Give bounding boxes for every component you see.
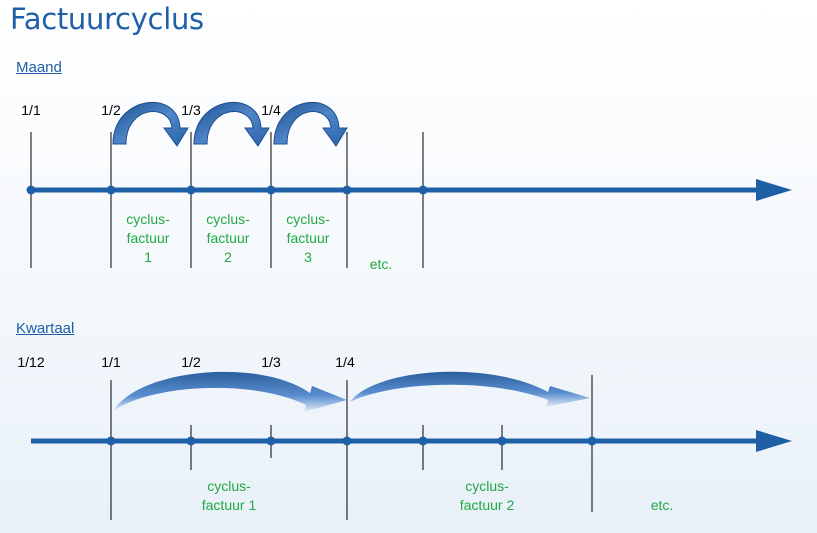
axis-dot	[266, 436, 276, 446]
cycle-label-line: 3	[304, 249, 312, 265]
curved-arrow	[113, 371, 347, 412]
axis-arrowhead	[756, 179, 792, 201]
tick-lines-maand	[30, 132, 424, 268]
cycle-label-line: cyclus-	[206, 211, 250, 227]
axis-dot	[186, 185, 196, 195]
axis-dot	[587, 436, 597, 446]
axis-dot	[342, 185, 352, 195]
axis-dot	[418, 436, 428, 446]
cycle-label-line: factuur	[286, 230, 330, 246]
axis-dot	[497, 436, 507, 446]
axis-dot	[266, 185, 276, 195]
cycle-label-line: 1	[144, 249, 152, 265]
curved-arrow	[193, 102, 270, 147]
axis-kwartaal	[31, 430, 792, 452]
etc-label: etc.	[650, 497, 674, 513]
cycle-label-line: cyclus-	[126, 211, 170, 227]
date-label: 1/4	[261, 102, 281, 118]
cycle-label-line: factuur	[126, 230, 170, 246]
cycle-label-line: cyclus-	[286, 211, 330, 227]
curved-arrow	[273, 102, 348, 147]
cycle-label: cyclus- factuur 1	[202, 477, 256, 515]
axis-dots	[26, 185, 428, 195]
section-label-maand: Maand	[16, 59, 62, 76]
cycle-label-line: factuur	[206, 230, 250, 246]
axis-arrowhead	[756, 430, 792, 452]
tick-lines-kwartaal	[110, 375, 593, 520]
axis-maand	[26, 179, 792, 201]
cycle-label: cyclus- factuur 2	[460, 477, 514, 515]
cycle-label: cyclus- factuur 2	[206, 210, 250, 267]
date-label: 1/1	[101, 354, 121, 370]
etc-label: etc.	[369, 256, 393, 272]
cycle-label-line: factuur 1	[201, 497, 257, 513]
date-label: 1/1	[21, 102, 41, 118]
axis-dots	[106, 436, 597, 446]
cycle-arrows-maand	[112, 102, 348, 147]
axis-dot	[106, 185, 116, 195]
page-title: Factuurcyclus	[10, 2, 204, 36]
curved-arrow	[350, 371, 590, 407]
cycle-label: cyclus- factuur 1	[126, 210, 170, 267]
date-label: 1/2	[101, 102, 121, 118]
section-label-kwartaal: Kwartaal	[16, 320, 75, 337]
axis-dot	[186, 436, 196, 446]
date-label: 1/3	[181, 102, 201, 118]
cycle-label: cyclus- factuur 3	[286, 210, 330, 267]
cycle-label-line: cyclus-	[207, 478, 251, 494]
date-label: 1/2	[181, 354, 201, 370]
curved-arrow	[112, 102, 189, 147]
cycle-label-line: 2	[224, 249, 232, 265]
date-label: 1/3	[261, 354, 281, 370]
cycle-arrows-kwartaal	[113, 371, 590, 412]
axis-dot	[342, 436, 352, 446]
axis-dot	[418, 185, 428, 195]
axis-dot	[106, 436, 116, 446]
cycle-label-line: cyclus-	[465, 478, 509, 494]
date-label: 1/12	[17, 354, 45, 370]
axis-dot	[26, 185, 36, 195]
date-label: 1/4	[335, 354, 355, 370]
cycle-label-line: factuur 2	[459, 497, 515, 513]
